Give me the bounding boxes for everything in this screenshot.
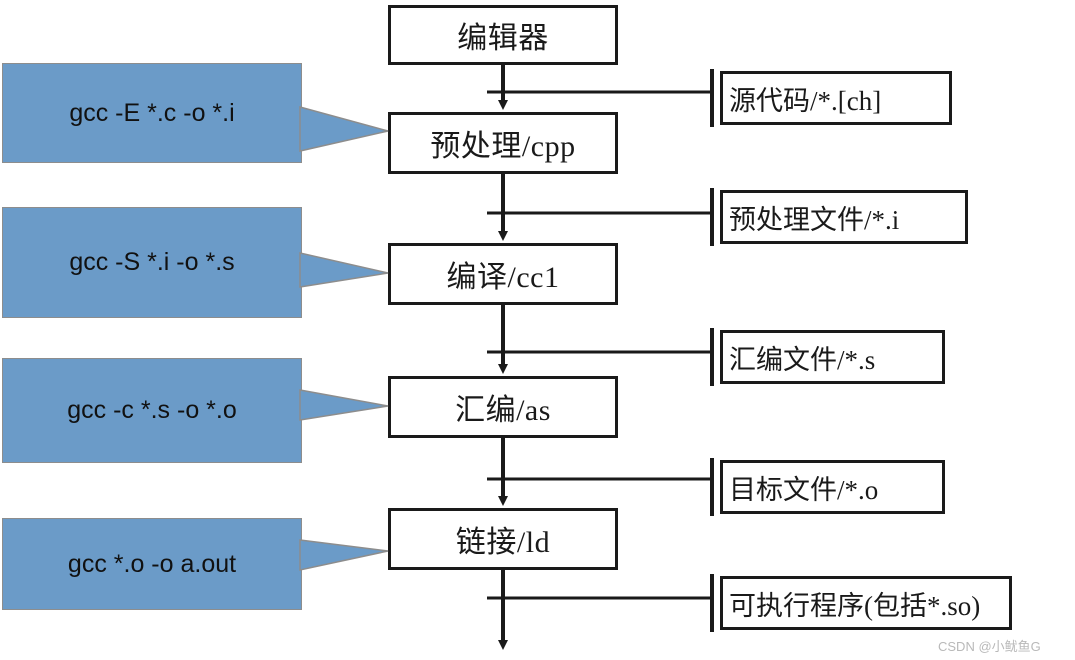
command-callout-preprocess[interactable]: gcc -E *.c -o *.i <box>2 63 389 163</box>
stage-label-assemble: 汇编/as <box>455 394 551 427</box>
artifact-label-source: 源代码/*.[ch] <box>729 85 882 116</box>
artifact-label-executable: 可执行程序(包括*.so) <box>729 590 981 621</box>
artifact-label-object: 目标文件/*.o <box>729 474 879 505</box>
stage-label-preprocess: 预处理/cpp <box>430 130 576 163</box>
csdn-watermark: CSDN @小鱿鱼G <box>938 639 1041 654</box>
stage-box-editor[interactable]: 编辑器 <box>388 5 618 65</box>
artifact-box-object[interactable]: 目标文件/*.o <box>720 460 945 514</box>
command-label-assemble: gcc -c *.s -o *.o <box>67 396 237 424</box>
command-callout-body-preprocess: gcc -E *.c -o *.i <box>2 63 302 163</box>
artifact-label-assembly: 汇编文件/*.s <box>729 344 876 375</box>
callout-tail-link <box>299 539 389 571</box>
command-callout-body-link: gcc *.o -o a.out <box>2 518 302 610</box>
command-label-link: gcc *.o -o a.out <box>67 549 237 578</box>
callout-tail-preprocess <box>299 106 389 152</box>
stage-box-assemble[interactable]: 汇编/as <box>388 376 618 438</box>
callout-tail-compile <box>299 252 389 288</box>
stage-label-link: 链接/ld <box>455 526 551 559</box>
stage-box-link[interactable]: 链接/ld <box>388 508 618 570</box>
stage-label-editor: 编辑器 <box>457 22 549 55</box>
command-callout-assemble[interactable]: gcc -c *.s -o *.o <box>2 358 389 463</box>
command-label-compile: gcc -S *.i -o *.s <box>69 248 235 276</box>
artifact-box-source[interactable]: 源代码/*.[ch] <box>720 71 952 125</box>
stage-box-compile[interactable]: 编译/cc1 <box>388 243 618 305</box>
command-callout-body-assemble: gcc -c *.s -o *.o <box>2 358 302 463</box>
callout-tail-assemble <box>299 389 389 421</box>
command-label-preprocess: gcc -E *.c -o *.i <box>69 98 235 127</box>
command-callout-link[interactable]: gcc *.o -o a.out <box>2 518 389 610</box>
artifact-label-preprocessed: 预处理文件/*.i <box>729 204 900 235</box>
artifact-box-assembly[interactable]: 汇编文件/*.s <box>720 330 945 384</box>
artifact-box-preprocessed[interactable]: 预处理文件/*.i <box>720 190 968 244</box>
stage-label-compile: 编译/cc1 <box>446 261 560 294</box>
command-callout-body-compile: gcc -S *.i -o *.s <box>2 207 302 318</box>
artifact-box-executable[interactable]: 可执行程序(包括*.so) <box>720 576 1012 630</box>
stage-box-preprocess[interactable]: 预处理/cpp <box>388 112 618 174</box>
command-callout-compile[interactable]: gcc -S *.i -o *.s <box>2 207 389 318</box>
